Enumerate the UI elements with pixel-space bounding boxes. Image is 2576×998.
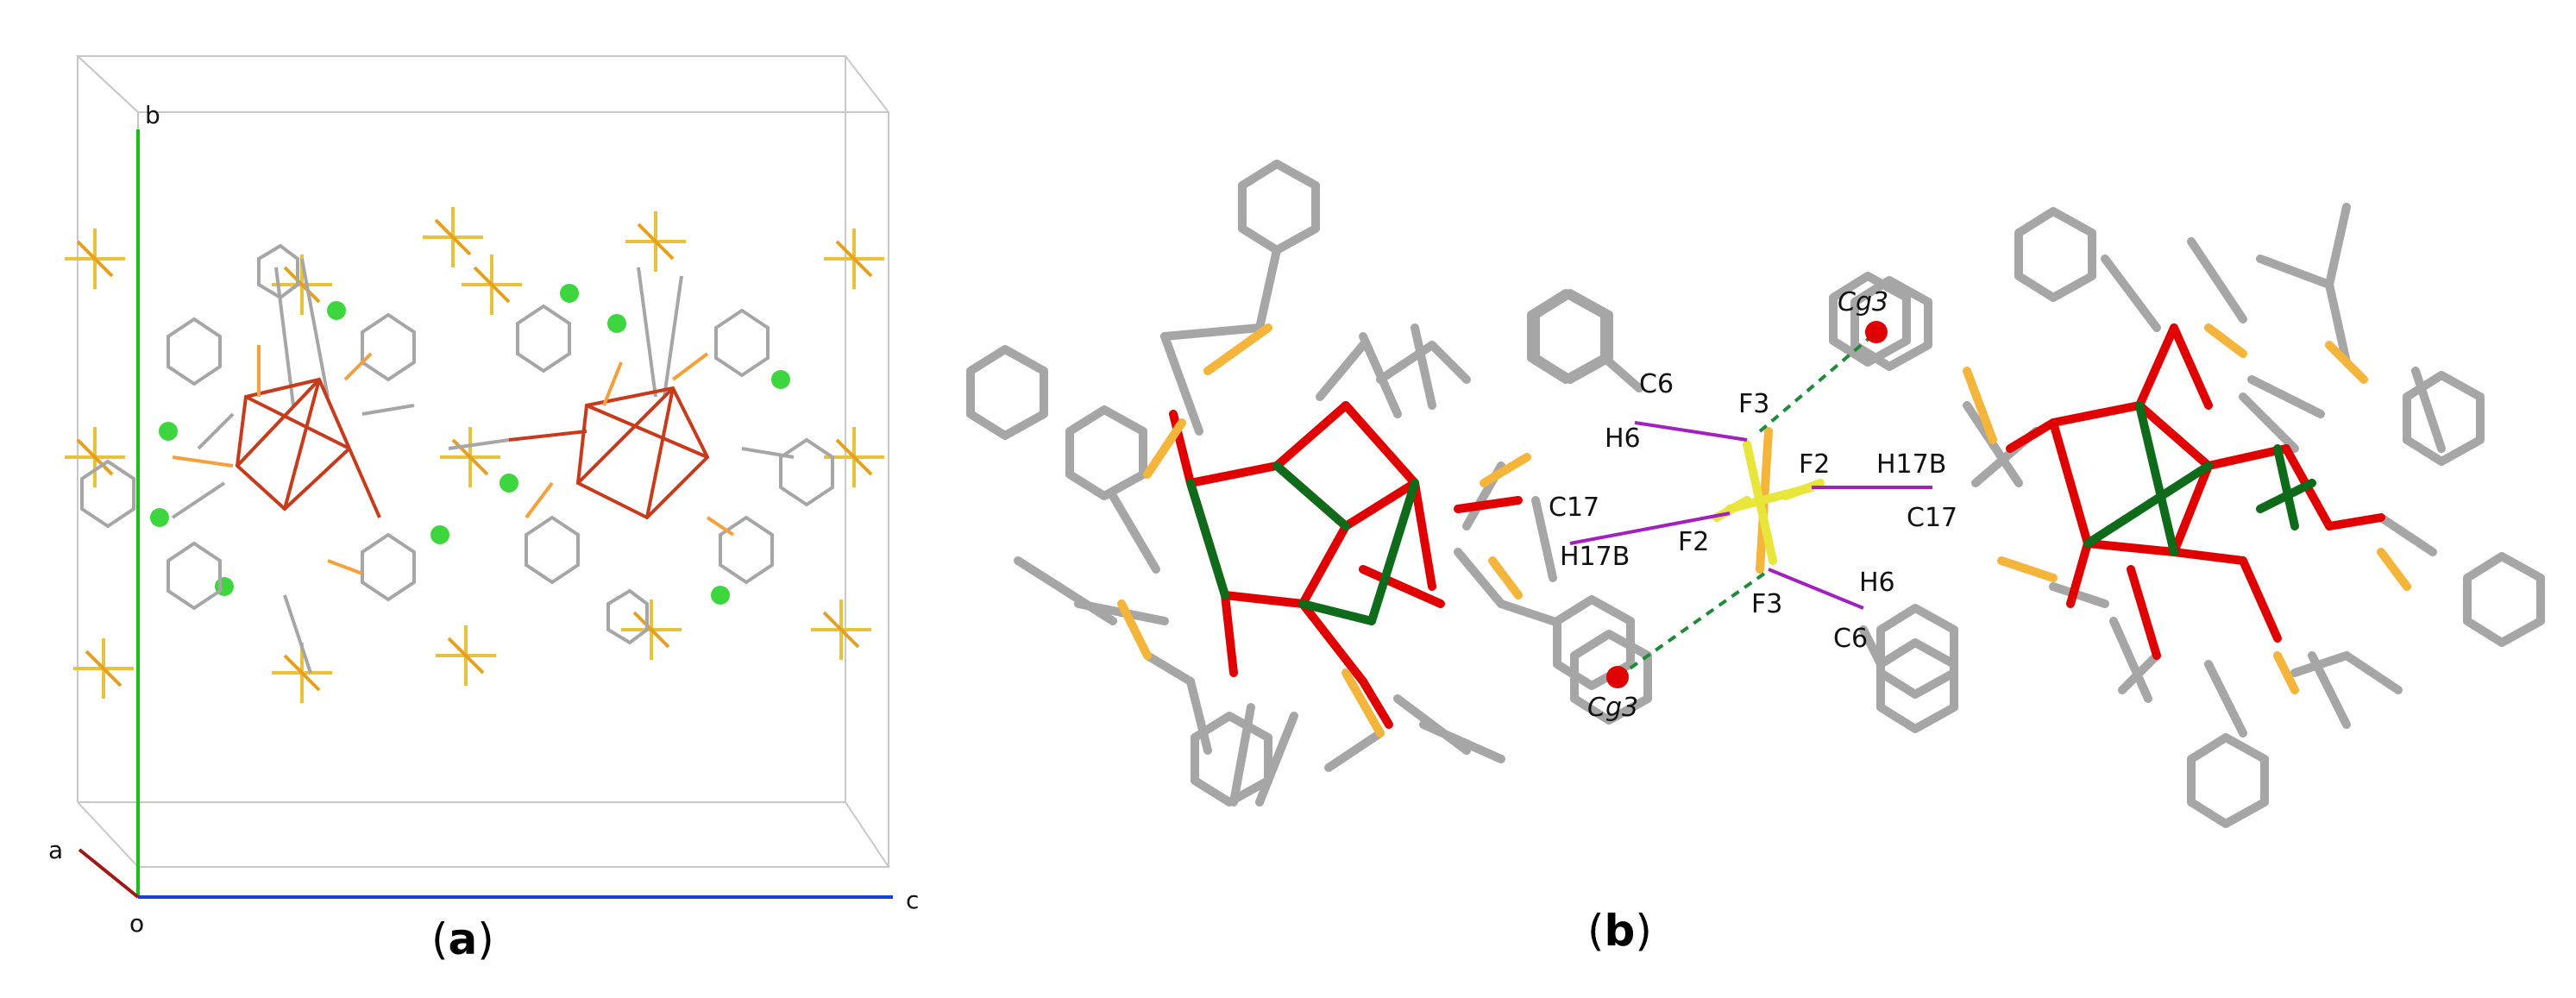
panel-b-label: (b) [1587,906,1652,956]
centroid-cg3-top [1865,321,1888,343]
hbond-h6-f3-top [1634,421,1748,442]
axis-label-a: a [48,836,63,864]
atom-labels: C6 H6 F3 F2 H17B C17 C17 F2 H17B H6 F3 C… [1549,287,1957,723]
molecule-right [1850,203,2545,828]
pi-contact-top [1758,330,1878,433]
contacts [1569,330,1932,679]
unit-cell-box [75,55,889,868]
pi-contact-bottom [1616,572,1766,679]
label-h6-left: H6 [1605,424,1641,454]
phenyl-ring-c6-left [1527,289,1609,384]
phenyl-ring-cg3-top [1829,272,1911,367]
phenyl-ring-c6-right [1876,638,1958,733]
pf6-anions [65,207,884,703]
label-h17b-left: H17B [1560,542,1630,572]
hbond-f3-h6-bottom [1768,568,1864,610]
label-f3-bottom: F3 [1751,589,1782,619]
panel-a-unit-cell: b a c o [48,55,919,938]
cluster-left [80,243,416,674]
label-cg3-bottom: Cg3 [1587,693,1638,723]
label-h17b-right: H17B [1876,449,1946,480]
label-f2-right: F2 [1799,449,1830,480]
label-c6-right: C6 [1833,624,1868,654]
label-c17-right: C17 [1907,503,1957,533]
label-f2-left: F2 [1678,527,1709,557]
label-c17-left: C17 [1549,493,1599,523]
axis-a-line [78,848,140,899]
panel-b-contacts [966,160,2545,828]
label-cg3-top: Cg3 [1838,287,1888,317]
label-h6-right: H6 [1859,568,1895,598]
phenyl-ring-cg3-bottom [1570,630,1652,725]
axis-label-b: b [145,101,160,129]
molecule-left [966,160,1635,807]
centroid-cg3-bottom [1606,666,1629,688]
cluster-right [448,267,834,645]
hbond-h17b-f2-left [1569,512,1731,545]
label-c6-left: C6 [1639,369,1674,399]
panel-a-label: (a) [431,914,494,964]
label-f3-top: F3 [1738,389,1769,419]
phenyl-rings-central [1527,272,1958,733]
axis-label-c: c [906,886,919,914]
axis-label-origin: o [129,909,144,938]
chloride-ions [150,284,790,605]
